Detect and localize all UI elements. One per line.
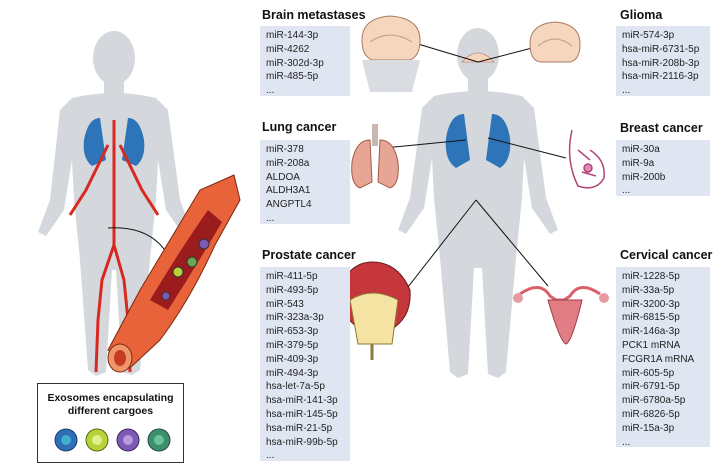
list-item: miR-411-5p — [266, 271, 318, 282]
list-item: miR-15a-3p — [622, 422, 675, 434]
list-item: ALDH3A1 — [266, 185, 311, 197]
list-item: hsa-miR-2116-3p — [622, 71, 699, 83]
left-lungs — [83, 118, 145, 166]
exosome-legend: Exosomes encapsulating different cargoes — [37, 383, 184, 463]
list-item: miR-200b — [622, 171, 666, 183]
list-item: miR-378 — [266, 144, 304, 155]
breast-cancer-list: miR-30a miR-9a miR-200b ... — [616, 140, 710, 196]
list-item: ... — [622, 436, 631, 448]
list-item: ... — [622, 85, 631, 97]
list-item: ... — [266, 450, 275, 462]
list-item: hsa-let-7a-5p — [266, 381, 325, 393]
connector-lines — [383, 43, 567, 311]
list-item: ... — [266, 212, 275, 224]
list-item: miR-9a — [622, 157, 655, 169]
list-item: miR-493-5p — [266, 284, 319, 296]
brain-icon-metastases — [361, 15, 421, 92]
exosome-icon — [54, 428, 78, 452]
lung-cancer-title: Lung cancer — [262, 120, 337, 134]
list-item: miR-6815-5p — [622, 312, 680, 324]
breast-icon — [568, 129, 605, 189]
list-item: miR-323a-3p — [266, 312, 324, 324]
list-item: miR-146a-3p — [622, 326, 680, 338]
list-item: miR-30a — [622, 144, 660, 155]
list-item: miR-302d-3p — [266, 57, 324, 69]
list-item: miR-485-5p — [266, 71, 319, 83]
cervical-cancer-list: miR-1228-5p miR-33a-5p miR-3200-3p miR-6… — [616, 267, 710, 448]
list-item: FCGR1A mRNA — [622, 353, 695, 365]
list-item: miR-379-5p — [266, 339, 319, 351]
exosome-icon — [85, 428, 109, 452]
brain-icon-glioma — [529, 21, 581, 63]
list-item: PCK1 mRNA — [622, 339, 681, 351]
glioma-title: Glioma — [620, 8, 663, 22]
blood-vessel-icon — [107, 174, 241, 373]
list-item: miR-144-3p — [266, 30, 319, 41]
exosome-icon — [147, 428, 171, 452]
brain-metastases-list: miR-144-3p miR-4262 miR-302d-3p miR-485-… — [260, 26, 350, 96]
cervical-cancer-title: Cervical cancer — [620, 248, 713, 262]
list-item: ... — [266, 85, 275, 97]
list-item: miR-494-3p — [266, 367, 319, 379]
breast-cancer-title: Breast cancer — [620, 121, 703, 135]
list-item: hsa-miR-208b-3p — [622, 57, 700, 69]
list-item: miR-409-3p — [266, 353, 319, 365]
exosome-icon — [116, 428, 140, 452]
list-item: miR-6780a-5p — [622, 395, 686, 407]
glioma-list: miR-574-3p hsa-miR-6731-5p hsa-miR-208b-… — [616, 26, 710, 96]
list-item: miR-574-3p — [622, 30, 675, 41]
list-item: miR-6791-5p — [622, 381, 680, 393]
list-item: miR-3200-3p — [622, 298, 680, 310]
list-item: hsa-miR-99b-5p — [266, 436, 338, 448]
list-item: hsa-miR-145-5p — [266, 408, 338, 420]
legend-title: Exosomes encapsulating different cargoes — [47, 392, 174, 417]
list-item: miR-33a-5p — [622, 284, 675, 296]
list-item: miR-1228-5p — [622, 271, 680, 282]
exosome-icons — [54, 428, 171, 452]
list-item: hsa-miR-21-5p — [266, 422, 333, 434]
list-item: hsa-miR-141-3p — [266, 395, 338, 407]
list-item: miR-4262 — [266, 43, 310, 55]
prostate-cancer-title: Prostate cancer — [262, 248, 356, 262]
list-item: miR-605-5p — [622, 367, 675, 379]
list-item: miR-208a — [266, 157, 310, 169]
prostate-cancer-list: miR-411-5p miR-493-5p miR-543 miR-323a-3… — [260, 267, 350, 461]
list-item: ANGPTL4 — [266, 199, 312, 211]
list-item: miR-543 — [266, 298, 304, 310]
brain-metastases-title: Brain metastases — [262, 8, 366, 22]
list-item: miR-653-3p — [266, 326, 319, 338]
list-item: ALDOA — [266, 171, 300, 183]
lung-cancer-list: miR-378 miR-208a ALDOA ALDH3A1 ANGPTL4 .… — [260, 140, 350, 224]
lung-icon — [351, 124, 399, 189]
list-item: miR-6826-5p — [622, 408, 680, 420]
blood-vessels — [68, 120, 160, 373]
uterus-icon — [513, 286, 609, 345]
prostate-icon — [337, 261, 411, 360]
list-item: hsa-miR-6731-5p — [622, 43, 700, 55]
list-item: ... — [622, 185, 631, 197]
